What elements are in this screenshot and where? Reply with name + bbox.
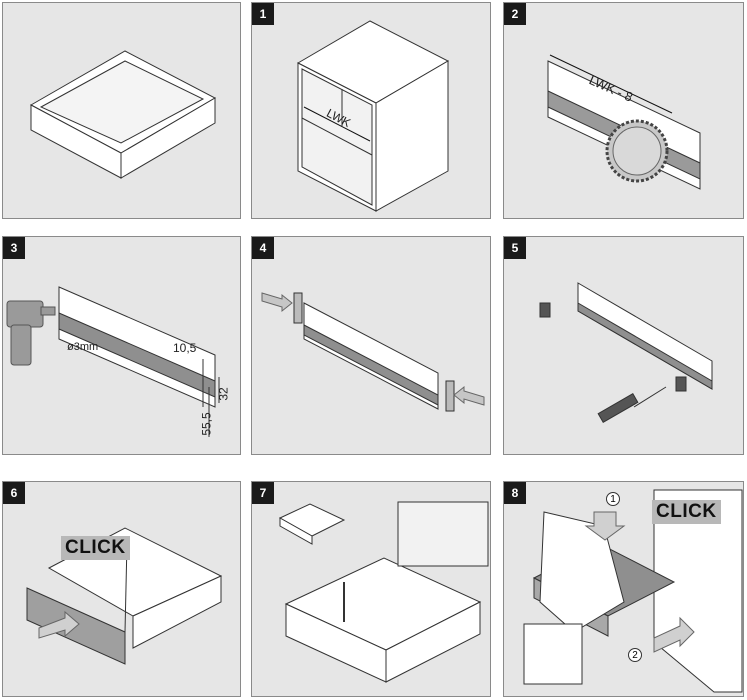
step-number: 3 [3,237,25,259]
panel-overview [2,2,241,219]
dimension-label-32: 32 [216,387,231,401]
insert-drawer-illustration [523,489,743,693]
step-number: 5 [504,237,526,259]
panel-step-4: 4 [251,236,491,455]
panel-step-3: 3 ø3mm 10,5 32 55,5 [2,236,241,455]
front-click-illustration [26,527,223,665]
step-number: 6 [3,482,25,504]
cabinet-illustration [296,20,450,212]
drill-diameter-label: ø3mm [67,341,99,353]
drawer-illustration [29,50,217,179]
step-circle-1: 1 [606,492,620,506]
saw-cut-illustration [547,54,701,190]
panel-step-7: 7 [251,481,491,697]
step-number: 2 [504,3,526,25]
step-number: 4 [252,237,274,259]
panel-step-8: 8 CLICK 1 2 [503,481,744,697]
step-number: 8 [504,482,526,504]
click-label: CLICK [61,536,130,560]
end-bracket-illustration [261,292,485,412]
click-label: CLICK [652,500,721,524]
screwdriver-illustration [539,282,713,424]
adjustment-illustration [278,501,489,683]
panel-step-5: 5 [503,236,744,455]
step-circle-2: 2 [628,648,642,662]
step-number: 7 [252,482,274,504]
panel-step-6: 6 CLICK [2,481,241,697]
dimension-label-10-5: 10,5 [173,341,197,355]
drilling-illustration [6,286,220,437]
dimension-label-55-5: 55,5 [199,412,214,436]
step-number: 1 [252,3,274,25]
panel-step-2: 2 LWK - 8 [503,2,744,219]
panel-step-1: 1 LWK [251,2,491,219]
